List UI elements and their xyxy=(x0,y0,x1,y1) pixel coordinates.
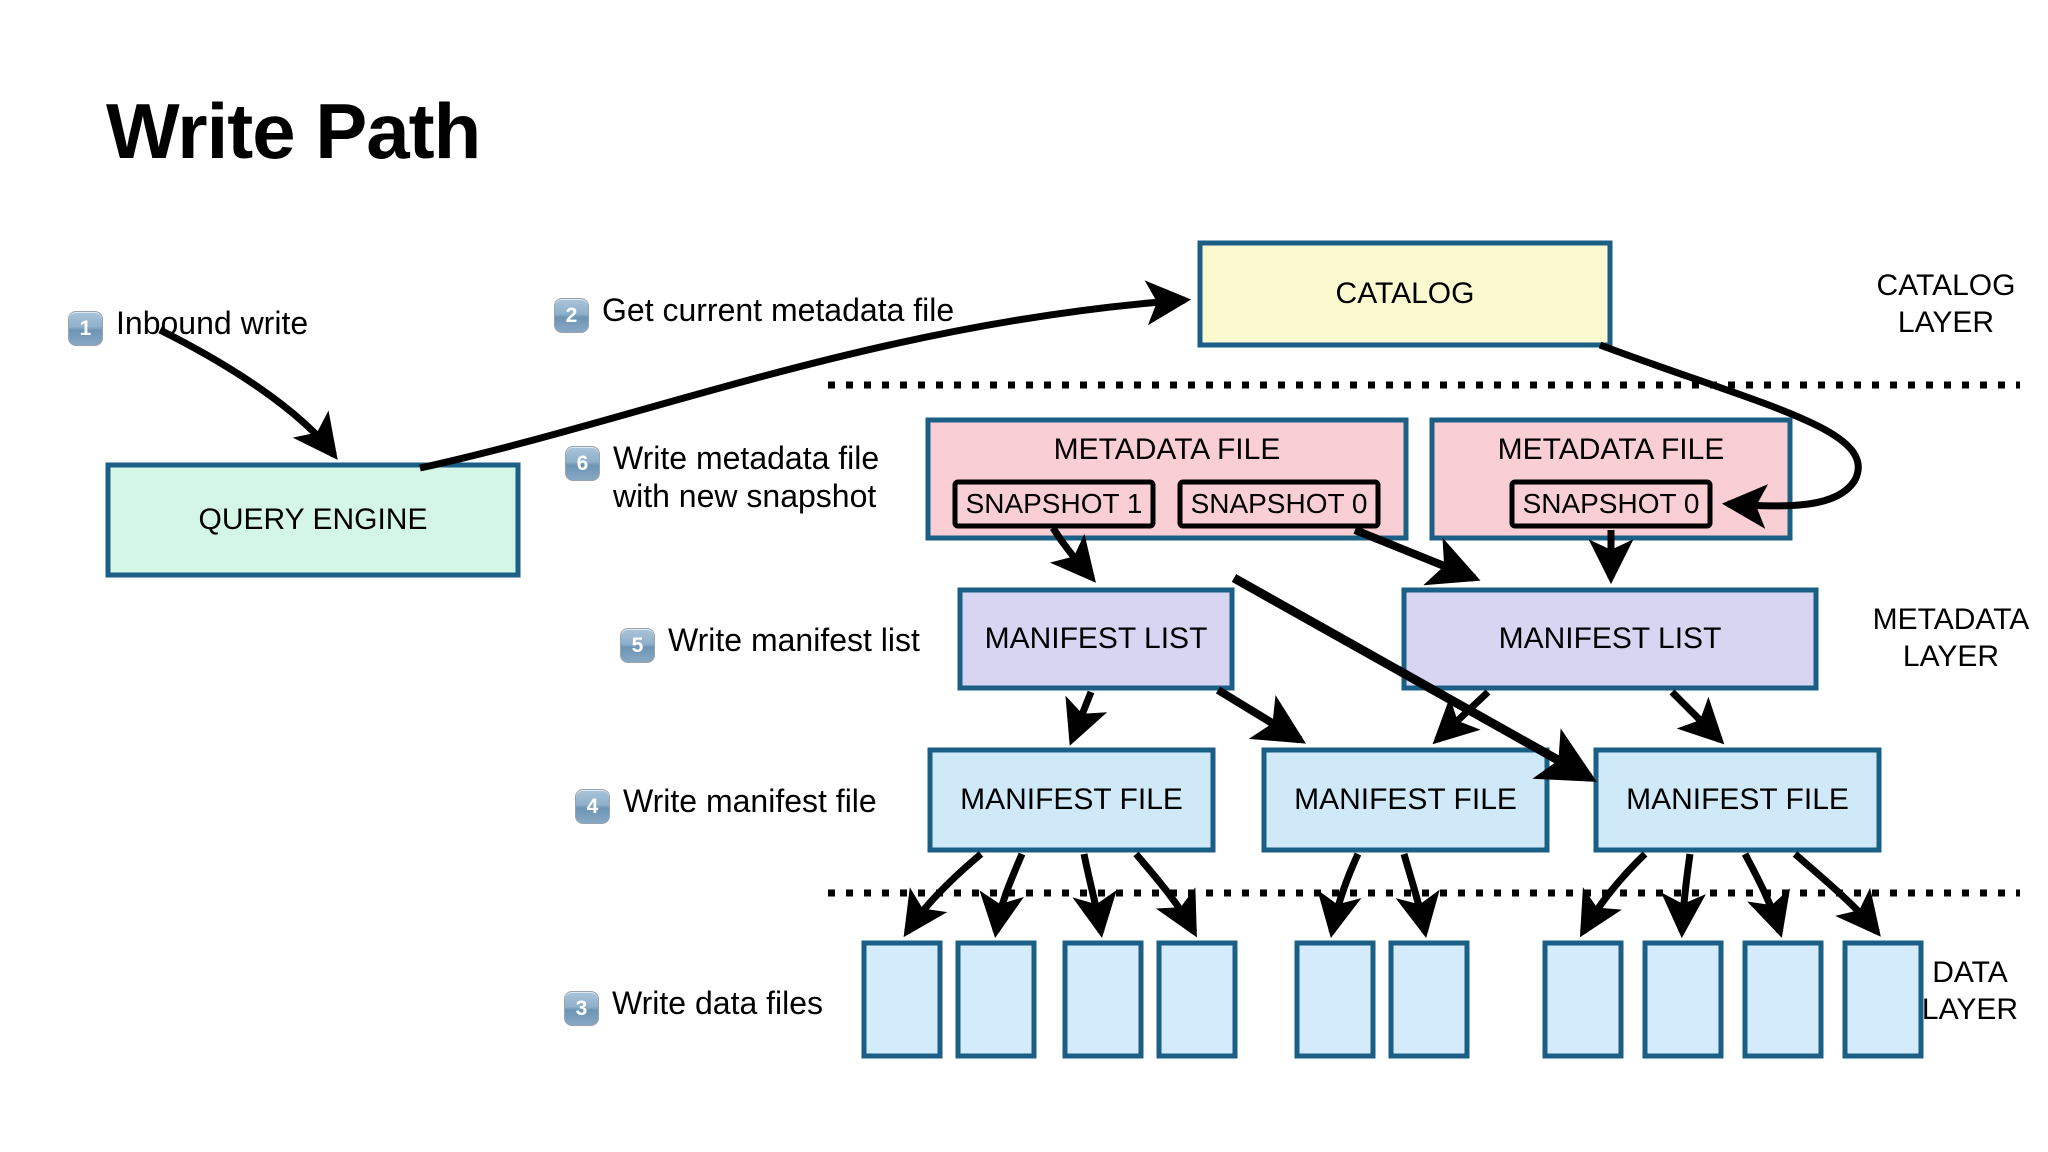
box-data-file-7[interactable] xyxy=(1542,940,1624,1059)
box-data-file-6[interactable] xyxy=(1388,940,1470,1059)
box-data-file-10[interactable] xyxy=(1842,940,1924,1059)
box-query-engine[interactable] xyxy=(105,462,521,578)
arrow-manifest-file-1-to-data-4 xyxy=(1133,851,1198,938)
step-4-label: Write manifest file xyxy=(623,783,877,819)
layer-label-data: DATA LAYER xyxy=(1921,956,2019,1026)
step-5[interactable]: 5 Write manifest list xyxy=(620,622,920,663)
arrow-manifest-list-1-to-file-2 xyxy=(1215,686,1306,744)
arrow-snapshot0a-to-manifest-list-2 xyxy=(1353,526,1481,586)
step-2[interactable]: 2 Get current metadata file xyxy=(554,292,954,333)
step-2-badge: 2 xyxy=(554,298,589,333)
box-data-file-5[interactable] xyxy=(1294,940,1376,1059)
box-snapshot-1-0[interactable] xyxy=(952,479,1156,529)
box-data-file-8[interactable] xyxy=(1642,940,1724,1059)
step-2-label: Get current metadata file xyxy=(602,292,955,328)
step-5-badge: 5 xyxy=(620,628,655,663)
layer-label-metadata: METADATA LAYER xyxy=(1872,603,2030,673)
arrow-manifest-file-3-to-data-10 xyxy=(1792,851,1881,937)
arrow-manifest-file-2-to-data-5 xyxy=(1317,852,1362,939)
arrow-manifest-file-1-to-data-3 xyxy=(1072,853,1117,939)
box-metadata-file-1[interactable] xyxy=(925,417,1409,541)
box-data-file-2[interactable] xyxy=(955,940,1037,1059)
box-data-file-3[interactable] xyxy=(1062,940,1144,1059)
step-1-badge: 1 xyxy=(68,311,103,346)
arrow-manifest-list-1-to-file-3 xyxy=(1231,574,1597,782)
box-manifest-list-2[interactable] xyxy=(1401,587,1819,691)
step-6[interactable]: 6 Write metadata file with new snapshot xyxy=(565,440,879,516)
arrow-manifest-file-3-to-data-9 xyxy=(1741,852,1791,938)
box-data-file-1[interactable] xyxy=(861,940,943,1059)
step-6-badge: 6 xyxy=(565,446,600,481)
arrow-manifest-list-2-to-file-2 xyxy=(1432,689,1491,745)
box-manifest-file-3[interactable] xyxy=(1593,747,1882,853)
box-manifest-file-2[interactable] xyxy=(1261,747,1550,853)
arrow-query-engine-to-catalog xyxy=(419,280,1192,472)
layer-label-catalog: CATALOG LAYER xyxy=(1876,269,2016,339)
arrow-manifest-list-2-to-file-3 xyxy=(1669,689,1725,745)
arrow-manifest-file-1-to-data-2 xyxy=(979,852,1026,939)
arrow-catalog-to-snapshot xyxy=(1598,341,1862,529)
step-3[interactable]: 3 Write data files xyxy=(564,985,823,1026)
arrow-manifest-file-3-to-data-7 xyxy=(1579,851,1648,938)
arrow-snapshot1-to-manifest-list-1 xyxy=(1049,526,1096,583)
step-5-label: Write manifest list xyxy=(668,622,920,658)
arrow-manifest-file-2-to-data-6 xyxy=(1395,853,1440,939)
arrow-manifest-file-1-to-data-1 xyxy=(903,851,984,938)
step-1[interactable]: 1 Inbound write xyxy=(68,305,308,346)
arrow-manifest-list-1-to-file-1 xyxy=(1065,690,1108,746)
box-metadata-file-2[interactable] xyxy=(1429,417,1793,541)
box-snapshot-1-1[interactable] xyxy=(1177,479,1381,529)
box-snapshot-2-0[interactable] xyxy=(1509,479,1713,529)
step-3-label: Write data files xyxy=(612,985,824,1021)
box-data-file-9[interactable] xyxy=(1742,940,1824,1059)
step-3-badge: 3 xyxy=(564,991,599,1026)
step-1-label: Inbound write xyxy=(116,305,309,341)
box-catalog[interactable] xyxy=(1197,240,1613,348)
page-title: Write Path xyxy=(106,87,481,175)
box-manifest-list-1[interactable] xyxy=(957,587,1235,691)
box-data-file-4[interactable] xyxy=(1156,940,1238,1059)
arrow-inbound-to-query-engine xyxy=(158,326,338,460)
step-4[interactable]: 4 Write manifest file xyxy=(575,783,877,824)
box-manifest-file-1[interactable] xyxy=(927,747,1216,853)
step-4-badge: 4 xyxy=(575,789,610,824)
arrow-manifest-file-3-to-data-8 xyxy=(1661,853,1706,939)
step-6-label: Write metadata file with new snapshot xyxy=(613,440,880,514)
